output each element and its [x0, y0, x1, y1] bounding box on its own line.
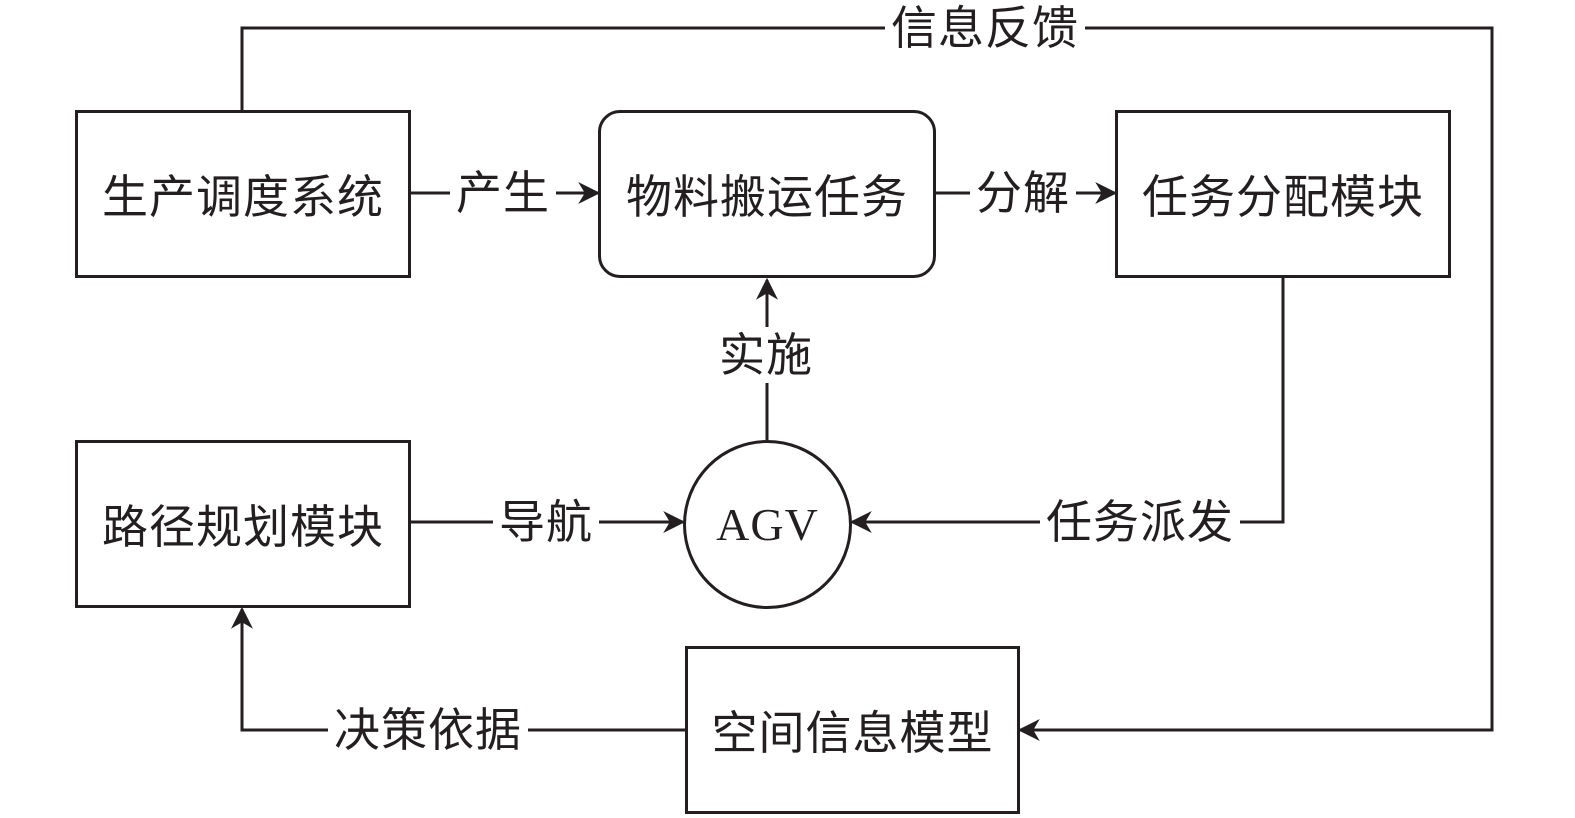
- node-material-handling-task-label: 物料搬运任务: [626, 170, 908, 224]
- node-task-allocation-label: 任务分配模块: [1142, 170, 1424, 224]
- node-production-scheduling: 生产调度系统: [75, 110, 411, 278]
- node-path-planning: 路径规划模块: [75, 440, 411, 608]
- node-spatial-info-model: 空间信息模型: [685, 646, 1020, 814]
- edge-label-generate: 产生: [450, 165, 556, 221]
- edge-decision-basis: [231, 606, 685, 732]
- node-spatial-info-model-label: 空间信息模型: [711, 706, 994, 760]
- edge-label-implement: 实施: [713, 327, 819, 383]
- edge-info-feedback: [240, 26, 1494, 741]
- node-agv: AGV: [683, 440, 852, 609]
- edge-dispatch: [849, 277, 1285, 533]
- edge-label-info-feedback: 信息反馈: [885, 0, 1085, 56]
- node-path-planning-label: 路径规划模块: [102, 500, 384, 554]
- edge-label-navigate: 导航: [493, 494, 599, 550]
- node-material-handling-task: 物料搬运任务: [598, 110, 936, 278]
- edge-label-decompose: 分解: [970, 165, 1076, 221]
- node-task-allocation: 任务分配模块: [1115, 110, 1451, 278]
- node-agv-label: AGV: [716, 499, 819, 550]
- node-production-scheduling-label: 生产调度系统: [102, 170, 384, 224]
- edge-label-dispatch: 任务派发: [1040, 494, 1240, 550]
- edge-label-decision-basis: 决策依据: [328, 702, 528, 758]
